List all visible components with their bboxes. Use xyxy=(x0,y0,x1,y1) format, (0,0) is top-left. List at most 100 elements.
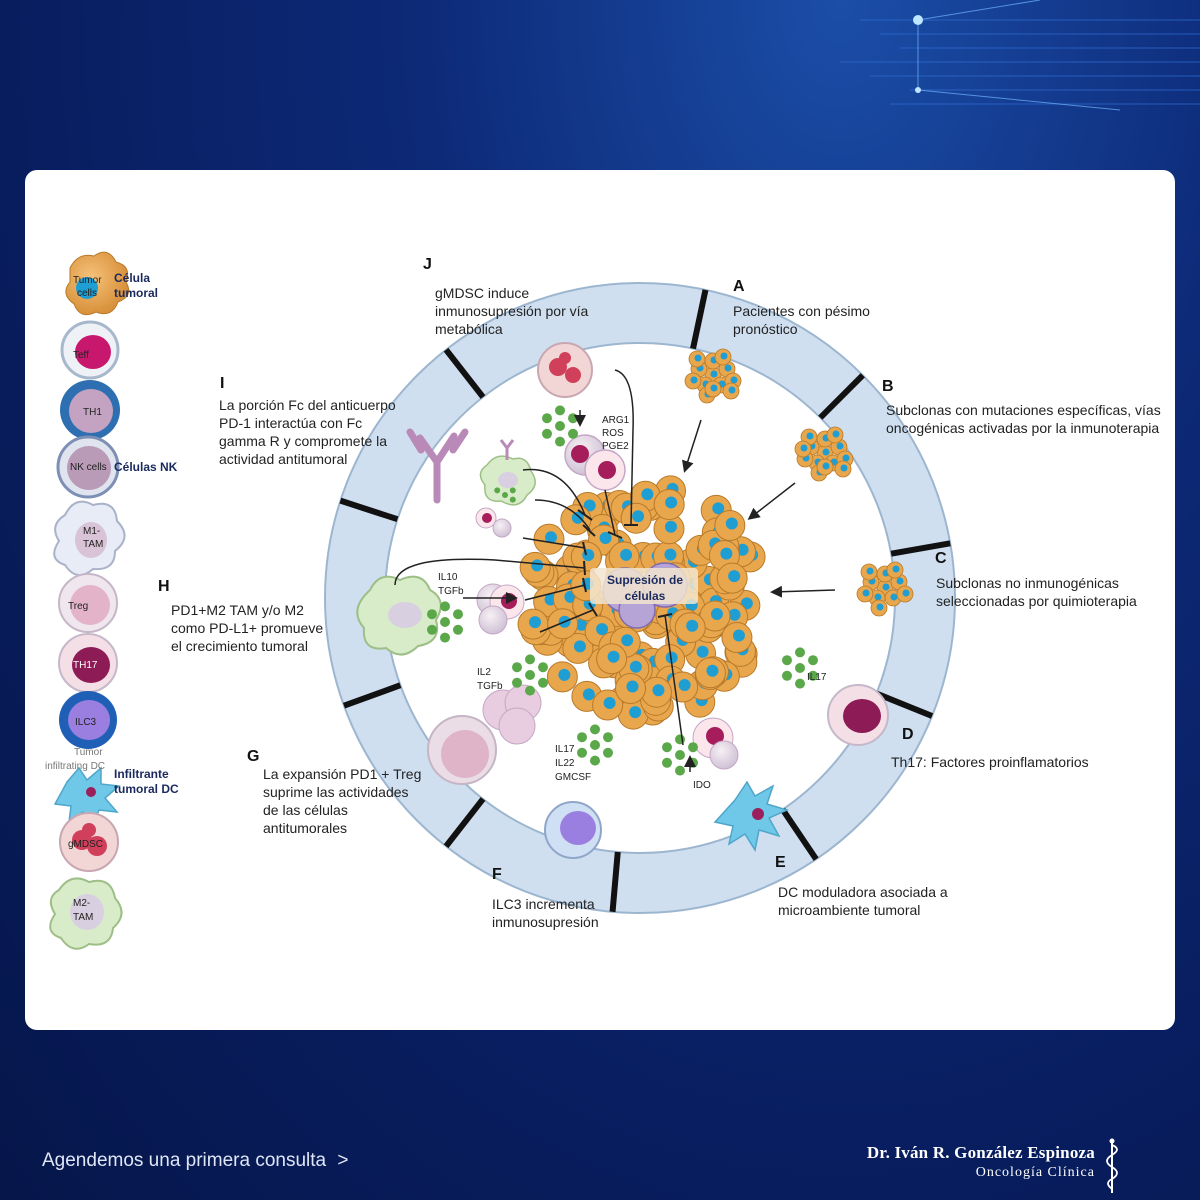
schedule-consultation-link[interactable]: Agendemos una primera consulta > xyxy=(42,1150,349,1172)
tumor-nucleus xyxy=(665,651,678,664)
ring-cell-ilc3 xyxy=(544,801,602,859)
cytokine-dot xyxy=(525,670,535,680)
tumor-nucleus xyxy=(690,376,698,384)
tumor-nucleus xyxy=(583,499,596,512)
cytokine-dot xyxy=(525,685,535,696)
tumor-nucleus xyxy=(629,706,642,719)
tumor-nucleus xyxy=(573,640,586,653)
cytokine-dot xyxy=(577,732,587,743)
tumor-nucleus xyxy=(582,688,595,701)
tumor-nucleus xyxy=(632,510,645,523)
section-text-f: ILC3 incrementa inmunosupresión xyxy=(492,896,599,930)
tumor-nucleus xyxy=(603,697,616,710)
legend-label-dc: Infiltrante tumoral DC xyxy=(114,767,179,796)
cytokine-dot xyxy=(427,624,437,635)
legend-label-nk: Células NK xyxy=(114,460,178,474)
cytokine-dot xyxy=(440,601,450,612)
tumor-nucleus xyxy=(902,589,910,597)
tumor-nucleus xyxy=(890,593,898,601)
tumor-nucleus xyxy=(832,430,840,438)
legend-gmdsc: gMDSC xyxy=(59,812,119,872)
legend-nk: NK cells xyxy=(56,435,120,499)
legend-nk-inner: NK cells xyxy=(70,462,107,473)
cytokine-dot xyxy=(782,670,792,681)
tumor-nucleus xyxy=(720,547,733,560)
tumor-nucleus xyxy=(732,629,745,642)
section-text-b: Subclonas con mutaciones específicas, ví… xyxy=(886,402,1161,436)
legend-m1-text-2: TAM xyxy=(83,539,103,550)
cytokine-dot xyxy=(675,734,685,745)
brand-subtitle: Oncología Clínica xyxy=(975,1165,1095,1180)
center-label-backdrop xyxy=(590,568,698,604)
cytokine-dot xyxy=(502,492,508,498)
tumor-nucleus xyxy=(544,531,557,544)
section-letter-c: C xyxy=(935,550,947,567)
legend-m1-tam: M1- TAM xyxy=(53,500,126,576)
ring-cluster-a xyxy=(684,348,742,404)
factor-il2: IL2 xyxy=(477,667,491,678)
tumor-nucleus xyxy=(710,384,718,392)
inhibition-bars xyxy=(577,509,673,618)
legend-th1: TH1 xyxy=(60,380,120,440)
chevron-right-icon: > xyxy=(337,1150,349,1171)
ring-cell-m2-tam xyxy=(356,575,442,656)
brand-name: Dr. Iván R. González Espinoza xyxy=(866,1143,1095,1162)
tumor-nucleus xyxy=(836,442,844,450)
inner-cell-antibody-macrophage xyxy=(475,439,536,538)
factor-il17-b: IL17 xyxy=(555,744,575,755)
cytokine-dot xyxy=(494,487,501,494)
cytokine-dot xyxy=(538,662,548,673)
legend-treg: Treg xyxy=(58,573,118,633)
tumor-nucleus xyxy=(892,565,900,573)
tumor-nucleus xyxy=(874,593,882,601)
legend-m2-text-1: M2- xyxy=(73,898,90,909)
tumor-nucleus xyxy=(696,645,709,658)
tumor-microenvironment-diagram: Supresión de células xyxy=(45,251,956,950)
cytokine-dot xyxy=(453,624,463,635)
tumor-nucleus xyxy=(694,354,702,362)
tumor-nucleus xyxy=(720,352,728,360)
cytokine-dot xyxy=(512,677,522,688)
section-letter-g: G xyxy=(247,748,260,765)
cytokine-dot xyxy=(675,765,685,776)
tumor-nucleus xyxy=(896,577,904,585)
legend-m1-text-1: M1- xyxy=(83,526,100,537)
legend-th17: TH17 xyxy=(58,633,118,693)
legend-ilc3-text: ILC3 xyxy=(75,717,97,728)
section-letter-e: E xyxy=(775,854,786,871)
factor-ido: IDO xyxy=(693,780,711,791)
diagram-card: Supresión de células xyxy=(25,170,1175,1030)
cytokine-dot xyxy=(795,647,805,658)
ring-divider xyxy=(818,373,865,420)
decorative-network-lines xyxy=(840,0,1200,111)
factor-il17-a: IL17 xyxy=(807,672,827,683)
ring-cell-dc xyxy=(713,780,790,852)
cytokine-dot xyxy=(440,632,450,643)
legend-m2-text-2: TAM xyxy=(73,912,93,923)
center-label-line1: Supresión de xyxy=(607,573,683,587)
tumor-nucleus xyxy=(862,589,870,597)
tumor-nucleus xyxy=(571,511,584,524)
cytokine-dot xyxy=(795,663,805,673)
legend-teff-text: Teff xyxy=(73,350,89,361)
tumor-nucleus xyxy=(629,660,642,673)
cytokine-dot xyxy=(542,428,552,439)
section-letter-b: B xyxy=(882,378,894,395)
tumor-nucleus xyxy=(710,608,723,621)
ring-divider xyxy=(342,682,402,709)
tumor-nucleus xyxy=(724,364,732,372)
factor-il22: IL22 xyxy=(555,758,575,769)
section-letter-i: I xyxy=(220,375,225,392)
cytokine-clusters xyxy=(427,405,818,776)
legend-column: Tumor cells Teff TH1 NK cells M1 xyxy=(45,251,130,950)
cytokine-dot xyxy=(525,654,535,665)
cytokine-dot xyxy=(590,755,600,766)
tumor-nucleus xyxy=(620,548,633,561)
section-text-d: Th17: Factores proinflamatorios xyxy=(891,754,1089,770)
caduceus-icon xyxy=(1106,1138,1118,1193)
tumor-nucleus xyxy=(728,386,736,394)
tumor-nucleus xyxy=(575,618,588,631)
ring-divider xyxy=(609,851,621,913)
signal-arrows xyxy=(394,369,836,772)
tumor-nucleus xyxy=(664,548,677,561)
